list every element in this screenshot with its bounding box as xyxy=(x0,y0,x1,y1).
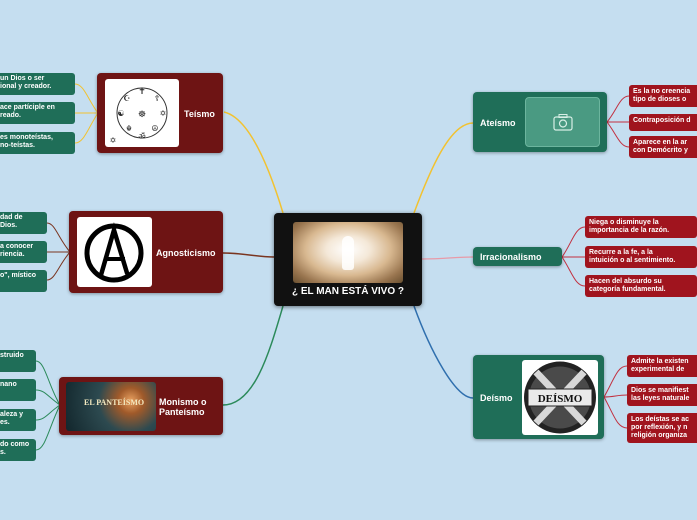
central-title: ¿ EL MAN ESTÁ VIVO ? xyxy=(274,286,422,297)
svg-text:☪: ☪ xyxy=(123,94,130,103)
ateismo-title: Ateísmo xyxy=(480,118,516,128)
agnosticismo-node[interactable]: Agnosticismo xyxy=(69,211,223,293)
teismo-title: Teísmo xyxy=(184,109,215,119)
agnosticismo-leaf-1[interactable]: dad de Dios. xyxy=(0,212,47,234)
irracionalismo-leaf-3[interactable]: Hacen del absurdo su categoría fundament… xyxy=(585,275,697,297)
deismo-leaf-2[interactable]: Dios se manifiest las leyes naturale xyxy=(627,384,697,406)
svg-text:✡: ✡ xyxy=(110,136,117,145)
agnosticismo-leaf-2[interactable]: a conocer riencia. xyxy=(0,241,47,263)
monismo-leaf-3[interactable]: aleza y es. xyxy=(0,409,36,431)
central-topic[interactable]: ¿ EL MAN ESTÁ VIVO ? xyxy=(274,213,422,306)
irracionalismo-leaf-2[interactable]: Recurre a la fe, a la intuición o al sen… xyxy=(585,246,697,268)
panteismo-image: EL PANTEÍSMO xyxy=(66,382,156,431)
svg-text:☯: ☯ xyxy=(117,109,124,118)
monismo-leaf-2[interactable]: nano xyxy=(0,379,36,401)
svg-text:ॐ: ॐ xyxy=(138,132,145,141)
central-image xyxy=(293,222,403,283)
teismo-leaf-1[interactable]: un Dios o ser ional y creador. xyxy=(0,73,75,95)
irracionalismo-title: Irracionalismo xyxy=(480,252,542,262)
ateismo-leaf-2[interactable]: Contraposición d xyxy=(629,114,697,131)
deismo-leaf-3[interactable]: Los deístas se ac por reflexión, y n rel… xyxy=(627,413,697,443)
agnosticismo-leaf-3[interactable]: o", místico xyxy=(0,270,47,292)
deismo-image: DEÍSMO xyxy=(522,360,598,435)
teismo-node[interactable]: ✝ ☪ ☦ ☯ ✡ ☸ ☬ ☮ ॐ ✡ Teísmo xyxy=(97,73,223,153)
religious-symbols-icon: ✝ ☪ ☦ ☯ ✡ ☸ ☬ ☮ ॐ ✡ xyxy=(105,79,179,147)
panteismo-image-text: EL PANTEÍSMO xyxy=(84,398,144,407)
figure-silhouette xyxy=(342,236,354,270)
deismo-leaf-1[interactable]: Admite la existen experimental de xyxy=(627,355,697,377)
svg-text:☦: ☦ xyxy=(154,94,159,103)
monismo-leaf-4[interactable]: do como s. xyxy=(0,439,36,461)
agnosticismo-title: Agnosticismo xyxy=(156,248,216,258)
svg-text:✝: ✝ xyxy=(138,87,146,97)
ateismo-leaf-3[interactable]: Aparece en la ar con Demócrito y xyxy=(629,136,697,158)
agnostic-symbol-image xyxy=(77,217,152,287)
deismo-image-text: DEÍSMO xyxy=(538,393,583,405)
religious-symbols-image: ✝ ☪ ☦ ☯ ✡ ☸ ☬ ☮ ॐ ✡ xyxy=(105,79,179,147)
svg-text:☸: ☸ xyxy=(138,110,146,120)
svg-text:✡: ✡ xyxy=(160,109,167,118)
camera-icon xyxy=(526,98,601,148)
teismo-leaf-2[interactable]: ace partíciple en reado. xyxy=(0,102,75,124)
ateismo-leaf-1[interactable]: Es la no creencia tipo de dioses o xyxy=(629,85,697,107)
svg-text:☬: ☬ xyxy=(126,124,132,133)
irracionalismo-node[interactable]: Irracionalismo xyxy=(473,247,562,266)
agnostic-a-icon xyxy=(77,217,152,287)
teismo-leaf-3[interactable]: es monoteístas, no-teístas. xyxy=(0,132,75,154)
deismo-title: Deísmo xyxy=(480,393,513,403)
deismo-emblem-icon: DEÍSMO xyxy=(522,360,598,435)
ateismo-node[interactable]: Ateísmo xyxy=(473,92,607,152)
monismo-leaf-1[interactable]: struido xyxy=(0,350,36,372)
image-placeholder[interactable] xyxy=(525,97,600,147)
svg-text:☮: ☮ xyxy=(151,124,158,133)
monismo-title: Monismo o Panteísmo xyxy=(159,397,221,417)
monismo-node[interactable]: EL PANTEÍSMO Monismo o Panteísmo xyxy=(59,377,223,435)
deismo-node[interactable]: Deísmo DEÍSMO xyxy=(473,355,604,439)
irracionalismo-leaf-1[interactable]: Niega o disminuye la importancia de la r… xyxy=(585,216,697,238)
